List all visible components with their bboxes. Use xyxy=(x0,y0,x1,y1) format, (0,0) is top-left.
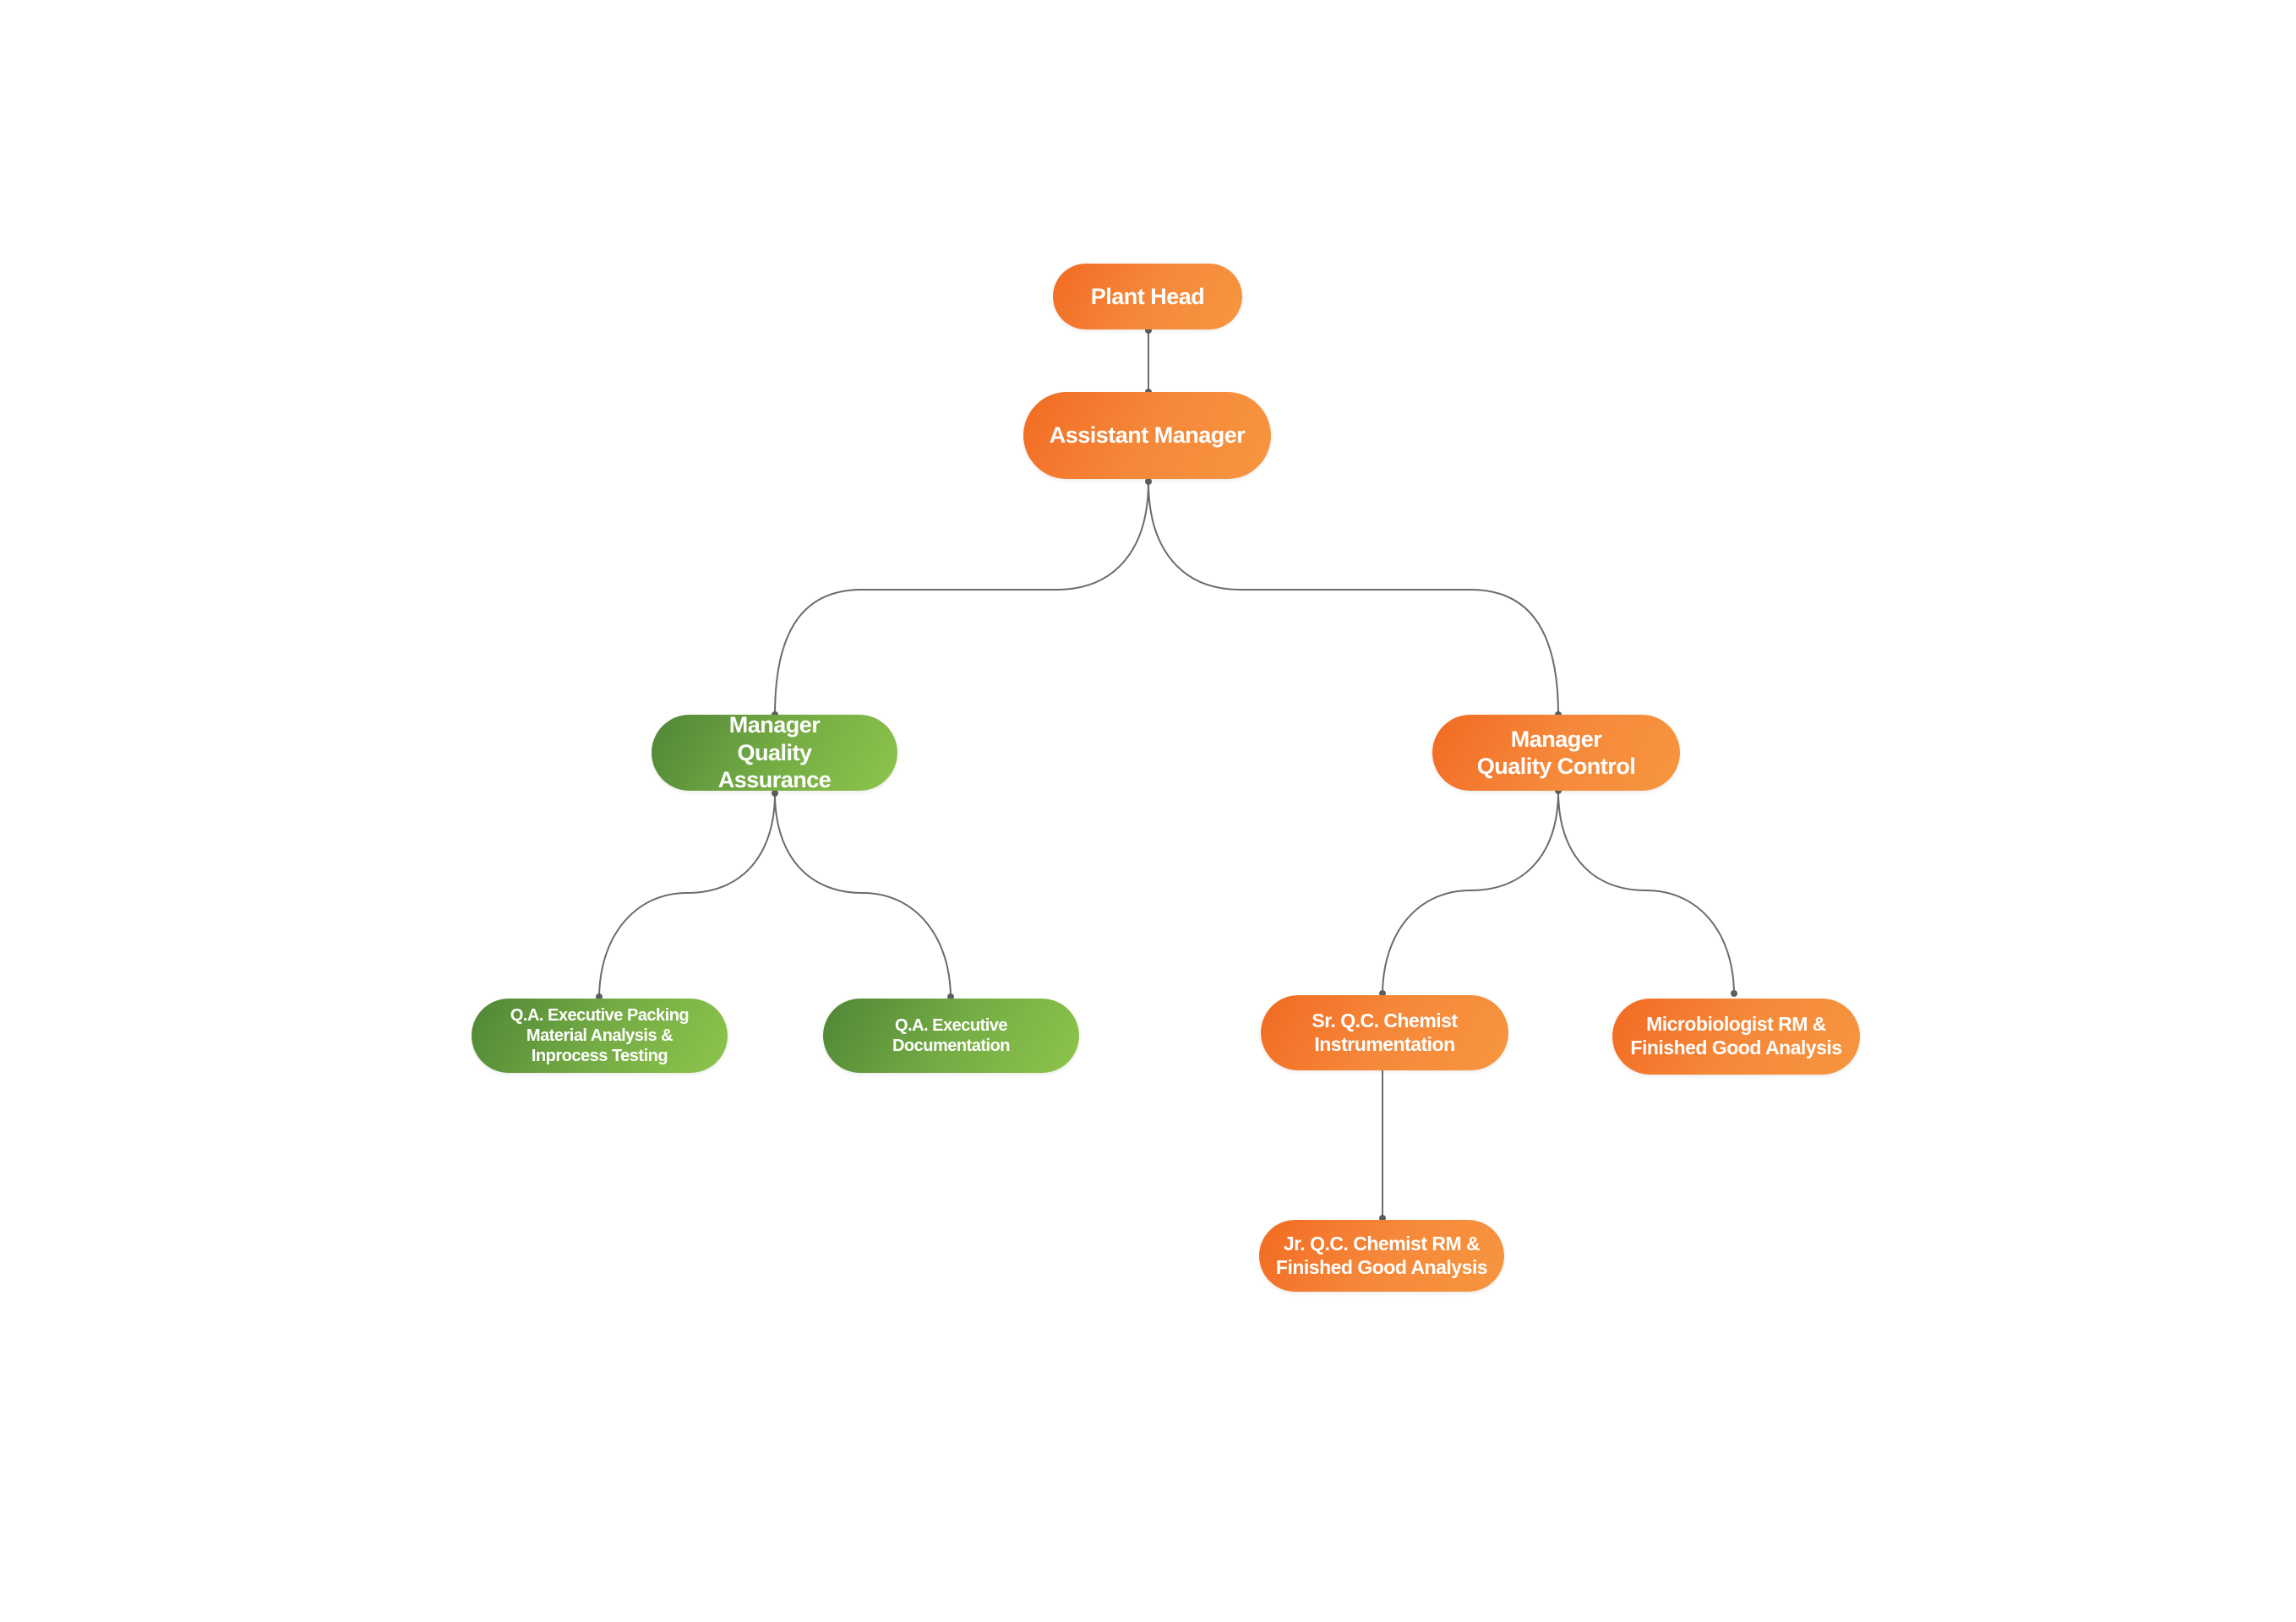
connector-manager-qa-to-qa-exec-packing xyxy=(598,792,776,999)
node-qa-executive-packing[interactable]: Q.A. Executive Packing Material Analysis… xyxy=(472,999,728,1073)
node-microbiologist[interactable]: Microbiologist RM & Finished Good Analys… xyxy=(1612,999,1860,1075)
node-sr-qc-chemist[interactable]: Sr. Q.C. Chemist Instrumentation xyxy=(1261,995,1508,1070)
connector-manager-qa-to-qa-exec-doc xyxy=(774,792,952,999)
connector-dot xyxy=(1145,478,1152,485)
node-manager-quality-control[interactable]: Manager Quality Control xyxy=(1432,715,1680,791)
connector-assistant-manager-to-manager-qa xyxy=(774,481,1149,716)
node-manager-quality-assurance[interactable]: Manager Quality Assurance xyxy=(652,712,897,792)
connector-manager-qc-to-microbiologist xyxy=(1557,790,1735,996)
node-qa-executive-documentation[interactable]: Q.A. Executive Documentation xyxy=(823,999,1079,1073)
connector-dot xyxy=(772,790,778,797)
node-jr-qc-chemist[interactable]: Jr. Q.C. Chemist RM & Finished Good Anal… xyxy=(1259,1220,1504,1292)
connector-assistant-manager-to-manager-qc xyxy=(1148,481,1559,716)
connector-manager-qc-to-sr-qc-chemist xyxy=(1382,790,1559,996)
node-assistant-manager[interactable]: Assistant Manager xyxy=(1023,392,1271,479)
node-plant-head[interactable]: Plant Head xyxy=(1053,264,1242,329)
connector-dot xyxy=(1731,990,1737,997)
